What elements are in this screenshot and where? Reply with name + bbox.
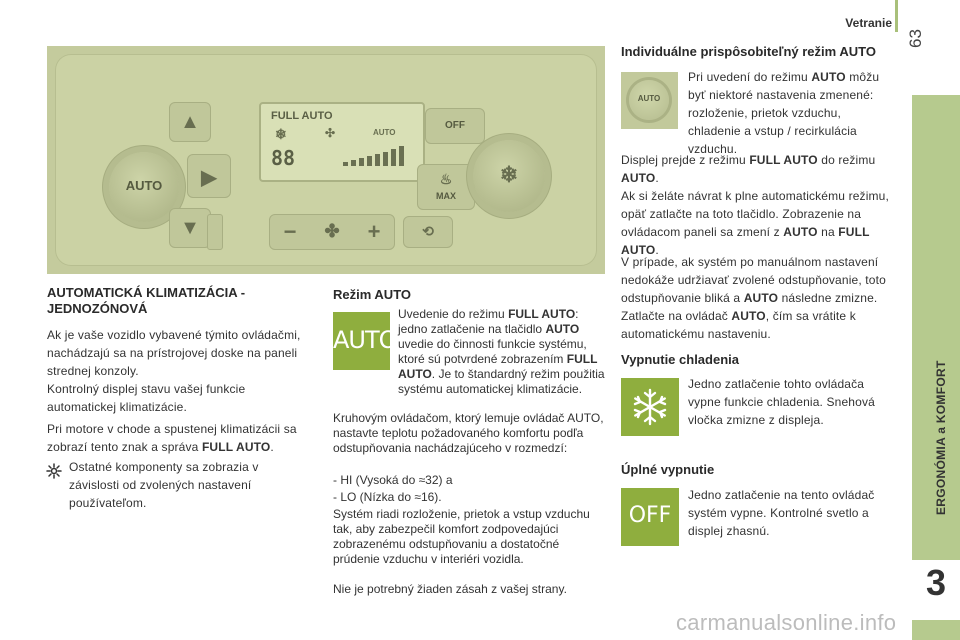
auto-knob-label: AUTO bbox=[125, 178, 163, 193]
custom-p4-c: následne zmizne. Zatlačte na ovládač bbox=[621, 291, 878, 323]
vent-down-button: ▼ bbox=[169, 208, 211, 248]
custom-p2-e: . bbox=[655, 171, 659, 185]
range-hi: - HI (Vysoká do ≈32) a bbox=[333, 473, 453, 487]
custom-p1-a: Pri uvedení do režimu bbox=[688, 70, 812, 84]
fan-icon: ✤ bbox=[324, 221, 340, 241]
full-off-paragraph: Jedno zatlačenie na tento ovládač systém… bbox=[688, 488, 875, 538]
auto-p1-c: : jedno zatlačenie na tlačidlo bbox=[398, 307, 579, 336]
off-button-label: OFF bbox=[445, 120, 465, 131]
full-auto-paragraph: Pri motore v chode a spustenej klimatizá… bbox=[47, 420, 327, 456]
custom-p4-e: , čím sa vrátite k automatickému nastave… bbox=[621, 309, 856, 341]
custom-p2-d: AUTO bbox=[621, 171, 656, 185]
chapter-title: ERGONÓMIA a KOMFORT bbox=[934, 360, 948, 515]
section-heading-auto-mode: Režim AUTO bbox=[333, 287, 412, 302]
lcd-temperature-digits: 88 bbox=[271, 146, 296, 170]
page-number: 63 bbox=[906, 29, 925, 48]
off-button: OFF bbox=[425, 108, 485, 144]
no-action-paragraph: Nie je potrebný žiaden zásah z vašej str… bbox=[333, 582, 567, 596]
auto-p1-f: FULL AUTO bbox=[398, 352, 598, 381]
off-button-icon: OFF bbox=[621, 488, 679, 546]
custom-auto-paragraph: Pri uvedení do režimu AUTO môžu byť niek… bbox=[688, 68, 883, 158]
header-divider bbox=[895, 0, 898, 32]
custom-p2-c: do režimu bbox=[817, 153, 876, 167]
custom-p1-b: AUTO bbox=[811, 70, 846, 84]
lcd-full-auto: FULL AUTO bbox=[271, 110, 333, 122]
panel-slot-left bbox=[207, 214, 223, 250]
custom-p3-b: AUTO bbox=[783, 225, 818, 239]
full-auto-text-a: Pri motore v chode a spustenej klimatizá… bbox=[47, 422, 297, 454]
snowflake-icon bbox=[633, 388, 667, 426]
vent-face-button: ▶ bbox=[187, 154, 231, 198]
custom-p2-b: FULL AUTO bbox=[749, 153, 818, 167]
auto-icon-label: AUTO bbox=[333, 326, 398, 354]
sun-icon bbox=[46, 463, 62, 479]
custom-p2-a: Displej prejde z režimu bbox=[621, 153, 750, 167]
full-auto-text-c: . bbox=[270, 440, 274, 454]
triangle-right-icon: ▶ bbox=[201, 167, 217, 189]
custom-p3-a: Ak si želáte návrat k plne automatickému… bbox=[621, 189, 889, 239]
temperature-paragraph: Kruhovým ovládačom, ktorý lemuje ovládač… bbox=[333, 411, 604, 455]
cooling-off-paragraph: Jedno zatlačenie tohto ovládača vypne fu… bbox=[688, 377, 875, 427]
max-label: MAX bbox=[436, 191, 456, 201]
custom-p3-c: na bbox=[817, 225, 839, 239]
snowflake-button-icon bbox=[621, 378, 679, 436]
lcd-fan-bars-icon bbox=[343, 146, 404, 166]
section-heading-cooling-off: Vypnutie chladenia bbox=[621, 352, 739, 367]
fan-speed-control: − ✤ + bbox=[269, 214, 395, 250]
climate-panel-photo: AUTO ▲ ▶ ▼ FULL AUTO ❄ ✣ AUTO 88 OFF ♨ M… bbox=[47, 46, 605, 274]
triangle-down-icon: ▼ bbox=[180, 217, 200, 239]
chapter-number: 3 bbox=[925, 562, 947, 603]
watermark: carmanualsonline.info bbox=[676, 610, 897, 635]
auto-p1-a: Uvedenie do režimu bbox=[398, 307, 509, 321]
display-paragraph: Kontrolný displej stavu vašej funkcie au… bbox=[47, 382, 246, 414]
lcd-auto-small: AUTO bbox=[373, 128, 396, 137]
auto-p1-e: uvedie do činnosti funkcie systému, ktor… bbox=[398, 337, 587, 366]
plus-icon: + bbox=[367, 219, 381, 244]
auto-p1-b: FULL AUTO bbox=[508, 307, 576, 321]
custom-p3-d: FULL AUTO bbox=[621, 225, 870, 257]
auto-p1-d: AUTO bbox=[545, 322, 580, 336]
auto-knob: AUTO bbox=[109, 152, 179, 222]
chapter-strip bbox=[912, 95, 960, 640]
chapter-number-box bbox=[912, 560, 960, 620]
custom-p1-c: môžu byť niektoré nastavenia zmenené: ro… bbox=[688, 70, 880, 156]
snowflake-icon: ❄ bbox=[499, 162, 519, 187]
custom-p4-b: AUTO bbox=[743, 291, 779, 305]
temperature-knob: ❄ bbox=[473, 140, 545, 212]
auto-button-icon: AUTO bbox=[333, 312, 398, 370]
lcd-display: FULL AUTO ❄ ✣ AUTO 88 bbox=[259, 102, 425, 182]
components-paragraph: Ostatné komponenty sa zobrazia v závislo… bbox=[69, 460, 259, 510]
custom-p4-a: V prípade, ak systém po manuálnom nastav… bbox=[621, 255, 886, 305]
defrost-icon: ♨ bbox=[439, 171, 453, 187]
recirculation-button: ⟲ bbox=[403, 216, 453, 248]
auto-knob-thumb-inner: AUTO bbox=[629, 80, 669, 120]
custom-p3-e: . bbox=[655, 243, 659, 257]
display-switch-paragraph: Displej prejde z režimu FULL AUTO do rež… bbox=[621, 151, 891, 187]
full-auto-text-b: FULL AUTO bbox=[201, 440, 271, 454]
range-lo: - LO (Nízka do ≈16). bbox=[333, 490, 442, 504]
section-title: Vetranie bbox=[845, 16, 892, 30]
lcd-fan-icon: ✣ bbox=[325, 126, 336, 140]
return-full-auto-paragraph: Ak si želáte návrat k plne automatickému… bbox=[621, 187, 897, 259]
auto-knob-thumb-label: AUTO bbox=[637, 94, 661, 103]
minus-icon: − bbox=[283, 219, 297, 244]
recirculation-icon: ⟲ bbox=[422, 223, 434, 239]
intro-paragraph: Ak je vaše vozidlo vybavené týmito ovlád… bbox=[47, 328, 301, 378]
manual-setting-paragraph: V prípade, ak systém po manuálnom nastav… bbox=[621, 253, 899, 343]
auto-knob-thumbnail: AUTO bbox=[621, 72, 678, 129]
off-icon-label: OFF bbox=[628, 503, 672, 528]
max-defrost-button: ♨ MAX bbox=[417, 164, 475, 210]
auto-mode-paragraph-top: Uvedenie do režimu FULL AUTO: jedno zatl… bbox=[398, 307, 608, 397]
section-heading-custom-auto: Individuálne prispôsobiteľný režim AUTO bbox=[621, 44, 876, 59]
lcd-snowflake-icon: ❄ bbox=[275, 126, 287, 142]
custom-p4-d: AUTO bbox=[731, 309, 766, 323]
system-paragraph: Systém riadi rozloženie, prietok a vstup… bbox=[333, 507, 590, 566]
vent-up-button: ▲ bbox=[169, 102, 211, 142]
auto-p1-g: . Je to štandardný režim použitia systém… bbox=[398, 367, 605, 396]
section-heading-full-off: Úplné vypnutie bbox=[621, 462, 715, 477]
triangle-up-icon: ▲ bbox=[180, 111, 200, 133]
section-heading-automatic-ac: AUTOMATICKÁ KLIMATIZÁCIA - JEDNOZÓNOVÁ bbox=[47, 285, 246, 316]
